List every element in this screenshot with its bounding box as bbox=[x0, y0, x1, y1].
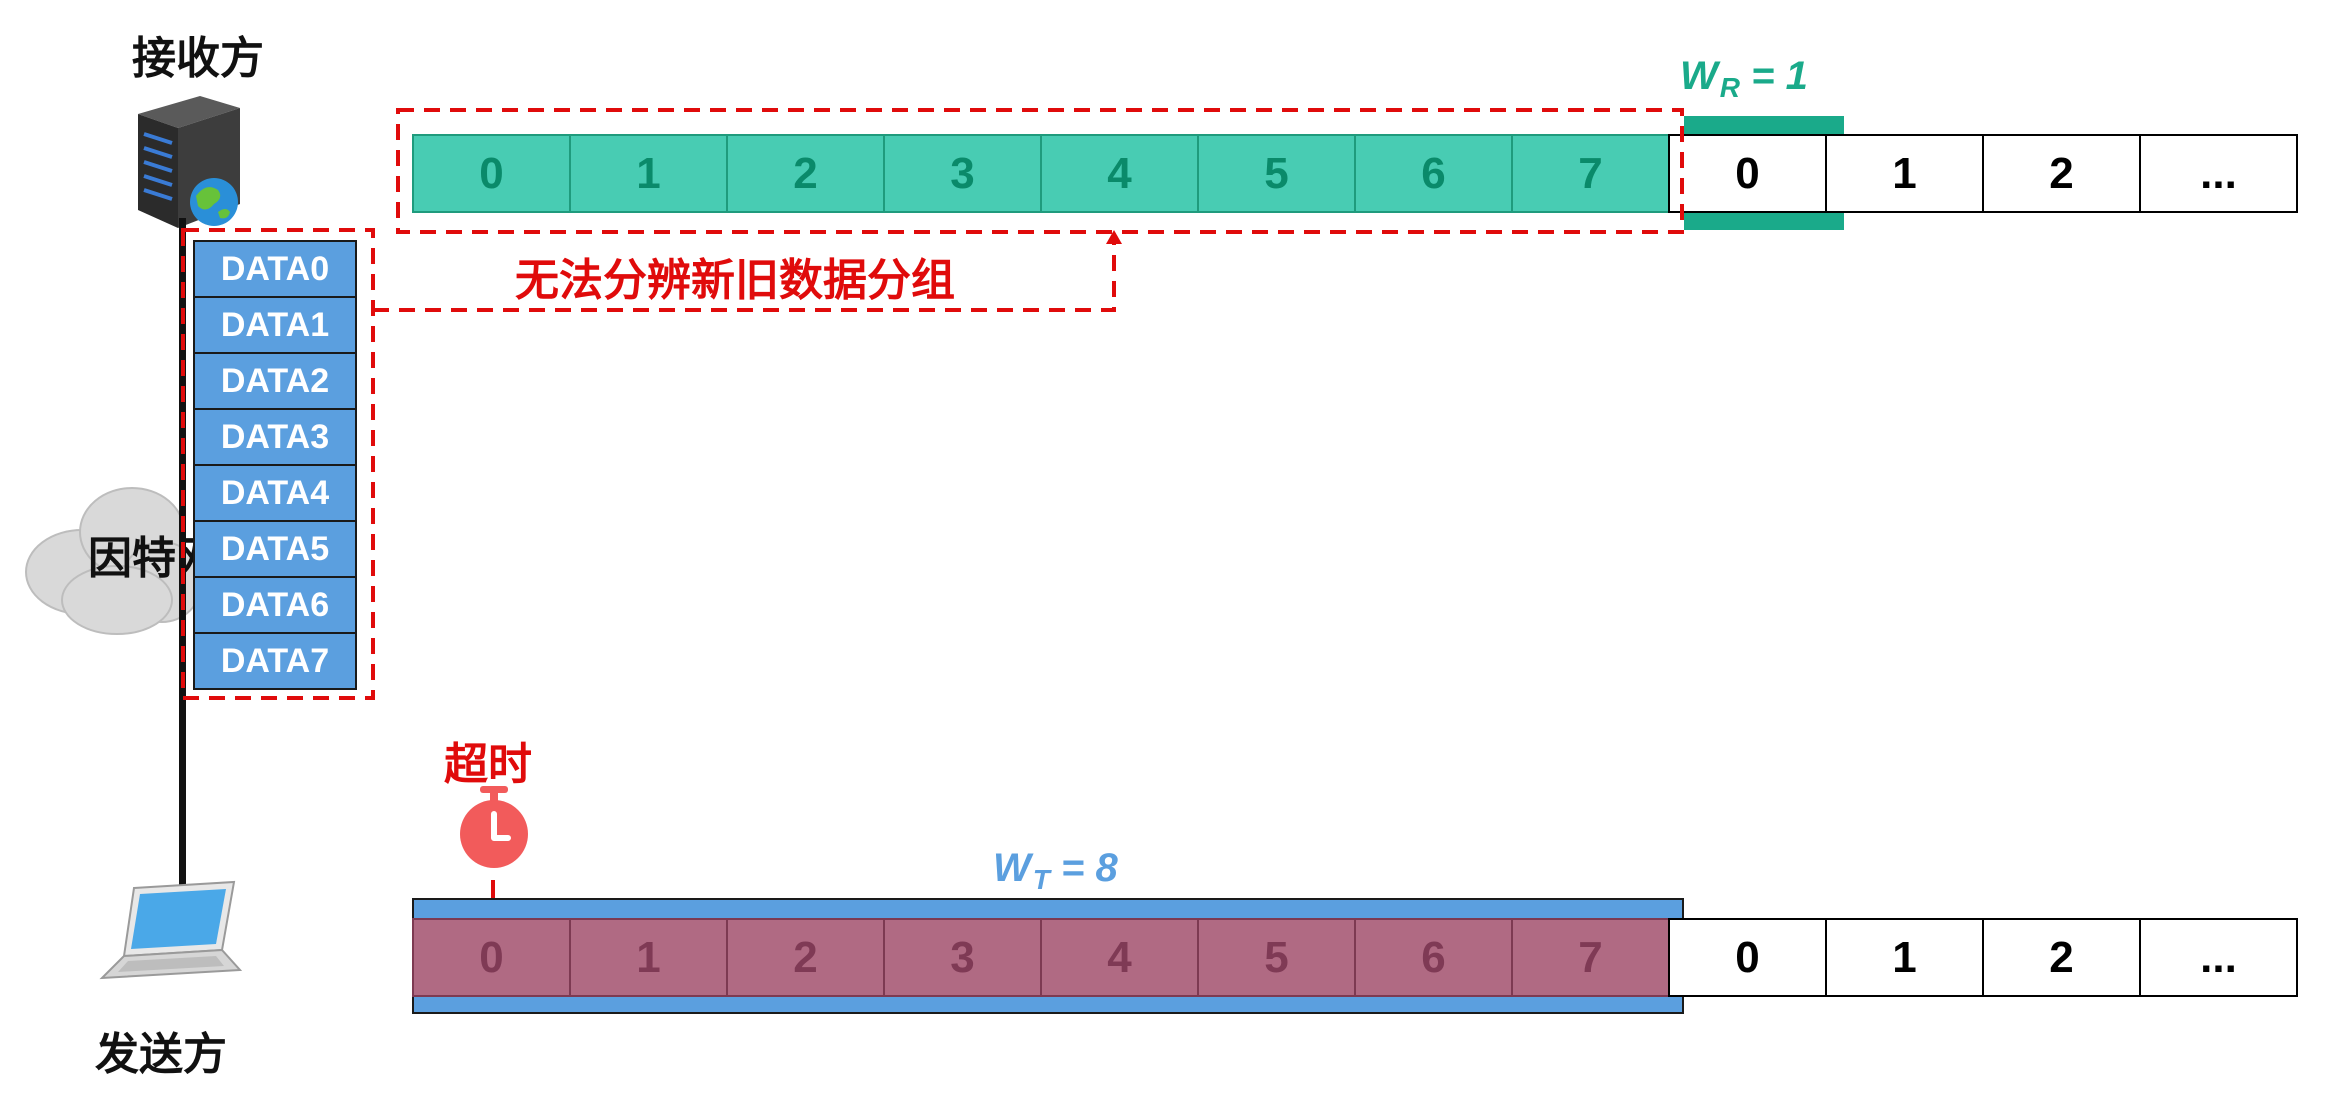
packet: DATA6 bbox=[193, 576, 357, 634]
seq-cell: 1 bbox=[569, 918, 728, 997]
seq-cell: 5 bbox=[1197, 918, 1356, 997]
seq-cell: 2 bbox=[1982, 134, 2141, 213]
seq-cell: 0 bbox=[1668, 918, 1827, 997]
packet: DATA2 bbox=[193, 352, 357, 410]
seq-cell: 5 bbox=[1197, 134, 1356, 213]
packet: DATA1 bbox=[193, 296, 357, 354]
packet: DATA7 bbox=[193, 632, 357, 690]
seq-cell: 6 bbox=[1354, 134, 1513, 213]
packet: DATA3 bbox=[193, 408, 357, 466]
receiver-sequence: 0 1 2 3 4 5 6 7 0 1 2 ... bbox=[412, 134, 2298, 213]
seq-cell: 4 bbox=[1040, 918, 1199, 997]
receiver-window-label: WR = 1 bbox=[1680, 54, 1808, 103]
seq-cell: ... bbox=[2139, 918, 2298, 997]
laptop-icon bbox=[98, 878, 243, 988]
seq-cell: 7 bbox=[1511, 918, 1670, 997]
seq-cell: 2 bbox=[1982, 918, 2141, 997]
seq-cell: 0 bbox=[412, 134, 571, 213]
seq-cell: 0 bbox=[412, 918, 571, 997]
annotation-text: 无法分辨新旧数据分组 bbox=[515, 256, 955, 305]
packet: DATA4 bbox=[193, 464, 357, 522]
sender-sequence: 0 1 2 3 4 5 6 7 0 1 2 ... bbox=[412, 918, 2298, 997]
stopwatch-icon bbox=[458, 784, 530, 870]
seq-cell: 1 bbox=[1825, 918, 1984, 997]
seq-cell: 0 bbox=[1668, 134, 1827, 213]
seq-cell: 3 bbox=[883, 918, 1042, 997]
timeout-label: 超时 bbox=[444, 740, 532, 789]
receiver-label: 接收方 bbox=[132, 34, 264, 83]
seq-cell: 7 bbox=[1511, 134, 1670, 213]
packet: DATA0 bbox=[193, 240, 357, 298]
seq-cell: 2 bbox=[726, 918, 885, 997]
server-icon bbox=[130, 92, 248, 230]
seq-cell: 2 bbox=[726, 134, 885, 213]
seq-cell: 6 bbox=[1354, 918, 1513, 997]
sender-label: 发送方 bbox=[95, 1030, 227, 1079]
sender-window-label: WT = 8 bbox=[993, 846, 1118, 895]
packet-stack: DATA0 DATA1 DATA2 DATA3 DATA4 DATA5 DATA… bbox=[193, 240, 357, 690]
seq-cell: 4 bbox=[1040, 134, 1199, 213]
seq-cell: ... bbox=[2139, 134, 2298, 213]
seq-cell: 3 bbox=[883, 134, 1042, 213]
